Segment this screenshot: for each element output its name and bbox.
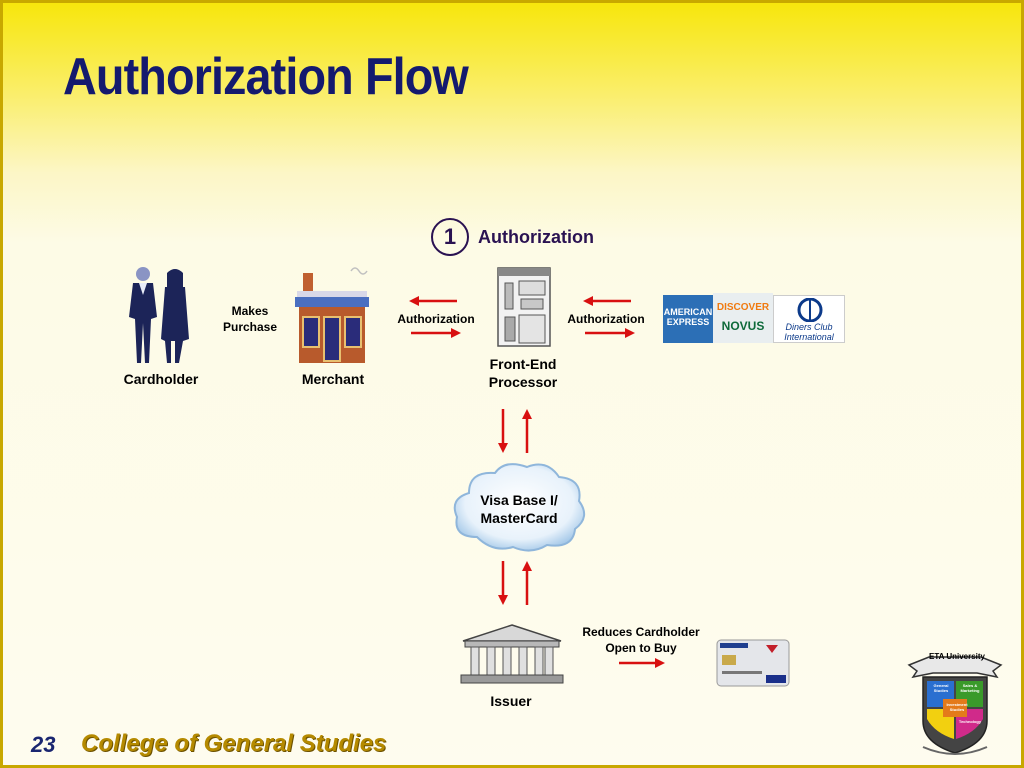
bank-building-icon — [460, 624, 564, 684]
reduces-open-to-buy-label: Reduces Cardholder Open to Buy — [582, 625, 700, 655]
badge-quadrant-investment: Investment Studies — [946, 702, 968, 712]
discover-novus-logo: DISCOVER NOVUS — [713, 293, 773, 343]
front-end-processor-label: Front-End Processor — [488, 356, 558, 390]
terminal-icon — [497, 267, 551, 347]
badge-quadrant-technology: Technology — [958, 719, 982, 724]
network-issuer-arrows — [498, 561, 532, 605]
step-label: Authorization — [478, 227, 594, 247]
people-icon — [129, 267, 189, 363]
credit-card-icon — [716, 639, 790, 687]
storefront-icon — [295, 267, 369, 363]
card-brand-logos: AMERICAN EXPRESS DISCOVER NOVUS Diners C… — [663, 293, 845, 345]
cardholder-label: Cardholder — [123, 371, 199, 387]
cloud-icon — [453, 463, 586, 552]
merchant-label: Merchant — [301, 371, 365, 387]
badge-banner-text: ETA University — [928, 652, 985, 661]
diners-mark-icon — [797, 298, 823, 322]
slide-title: Authorization Flow — [63, 48, 469, 106]
issuer-label: Issuer — [490, 693, 532, 709]
issuer-card-arrow — [619, 658, 665, 668]
visa-mastercard-network-label: Visa Base I/ MasterCard — [480, 492, 558, 526]
slide-number: 23 — [31, 732, 56, 757]
processor-network-arrows — [498, 409, 532, 453]
badge-quadrant-sales: Sales & Marketing — [960, 683, 980, 693]
university-crest-icon — [907, 656, 1003, 755]
amex-logo: AMERICAN EXPRESS — [663, 295, 713, 343]
processor-networks-arrows — [583, 296, 635, 338]
footer-college-name: College of General Studies — [81, 730, 387, 757]
auth-label-processor-networks: Authorization — [567, 312, 645, 326]
makes-purchase-label: Makes Purchase — [222, 304, 278, 334]
merchant-processor-arrows — [409, 296, 461, 338]
diners-club-logo: Diners Club International — [773, 295, 845, 343]
step-number-badge: 1 — [431, 218, 469, 256]
badge-quadrant-general: General Studies — [933, 683, 949, 693]
auth-label-merchant-processor: Authorization — [397, 312, 475, 326]
